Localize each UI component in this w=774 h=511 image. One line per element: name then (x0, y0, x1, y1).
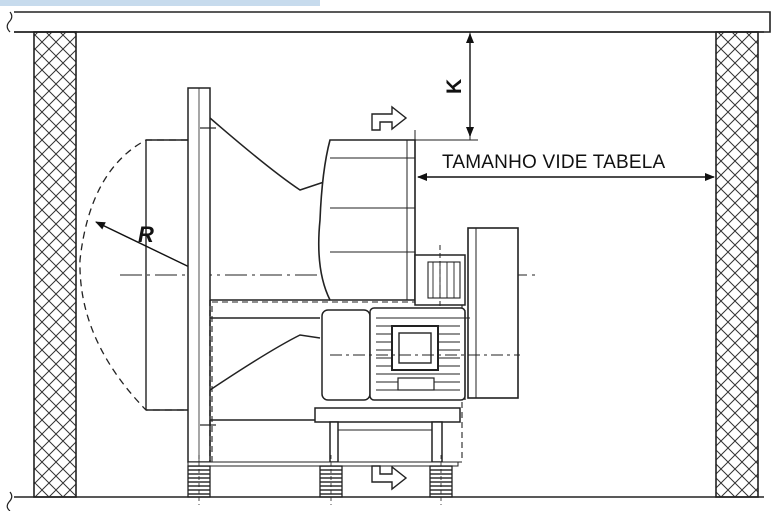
motor (321, 307, 520, 401)
size-note-label: TAMANHO VIDE TABELA (442, 152, 666, 173)
right-wall (715, 31, 759, 498)
airflow-arrow-icon (371, 465, 408, 491)
pulley-guard (467, 227, 519, 399)
bearing-housing (414, 245, 466, 315)
radius-label: R (138, 222, 154, 247)
top-accent-strip (0, 0, 320, 6)
inlet-cone-swing (79, 139, 188, 411)
inlet-cone-solid (145, 139, 188, 411)
left-wall (33, 31, 77, 498)
airflow-arrow-icon (371, 105, 408, 131)
clearance-label: K (443, 79, 466, 94)
venturi-inlet (209, 117, 331, 391)
fan-housing (318, 139, 416, 301)
room-boundaries (6, 11, 771, 511)
vibration-mounts (187, 455, 453, 505)
base-frame (187, 407, 461, 467)
